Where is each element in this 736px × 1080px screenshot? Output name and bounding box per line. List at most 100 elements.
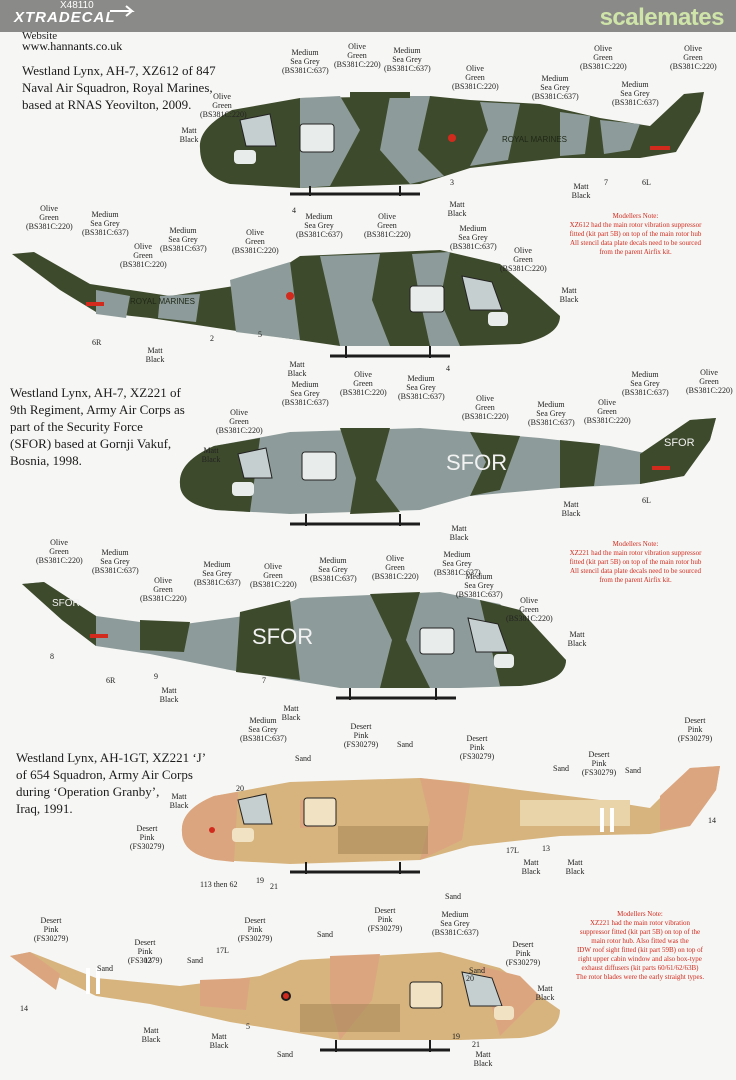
callout-black: Matt Black <box>281 704 301 722</box>
callout-sand: Sand <box>277 1050 293 1059</box>
callout-green: Olive Green (BS381C:220) <box>500 246 547 273</box>
caption-xz221-granby: Westland Lynx, AH-1GT, XZ221 ‘J’ of 654 … <box>16 750 207 816</box>
stencil-number: 17L <box>506 846 519 855</box>
stencil-number: 5 <box>258 330 262 339</box>
callout-black: Matt Black <box>565 858 585 876</box>
stencil-number: 17L <box>216 946 229 955</box>
callout-green: Olive Green (BS381C:220) <box>232 228 279 255</box>
callout-grey: Medium Sea Grey (BS381C:637) <box>282 48 329 75</box>
callout-black: Matt Black <box>561 500 581 518</box>
callout-grey: Medium Sea Grey (BS381C:637) <box>310 556 357 583</box>
header-bar <box>0 0 736 32</box>
callout-green: Olive Green (BS381C:220) <box>584 398 631 425</box>
callout-green: Olive Green (BS381C:220) <box>250 562 297 589</box>
callout-pink: Desert Pink (FS30279) <box>367 906 403 933</box>
modellers-note-2: Modellers Note: XZ221 had the main rotor… <box>569 540 702 584</box>
callout-grey: Medium Sea Grey (BS381C:637) <box>432 910 479 937</box>
stencil-number: 19 <box>452 1032 460 1041</box>
arrow-icon <box>110 5 135 17</box>
stencil-number: 8 <box>50 652 54 661</box>
callout-pink: Desert Pink (FS30279) <box>677 716 713 743</box>
sfor-tail-marking-1: SFOR <box>664 437 695 449</box>
stencil-number: 7 <box>604 178 608 187</box>
website-url[interactable]: www.hannants.co.uk <box>22 39 123 53</box>
callout-pink: Desert Pink (FS30279) <box>459 734 495 761</box>
callout-pink: Desert Pink (FS30279) <box>505 940 541 967</box>
callout-pink: Desert Pink (FS30279) <box>343 722 379 749</box>
modellers-note-1: Modellers Note: XZ612 had the main rotor… <box>569 212 702 256</box>
callout-green: Olive Green (BS381C:220) <box>506 596 553 623</box>
callout-sand: Sand <box>97 964 113 973</box>
callout-pink: Desert Pink (FS30279) <box>127 938 163 965</box>
stencil-number: 4 <box>292 206 296 215</box>
callout-sand: Sand <box>187 956 203 965</box>
royal-marines-marking-2: ROYAL MARINES <box>130 297 195 306</box>
callout-sand: Sand <box>469 966 485 975</box>
callout-green: Olive Green (BS381C:220) <box>372 554 419 581</box>
sfor-tail-marking-2: SFOR <box>52 598 80 609</box>
callout-black: Matt Black <box>571 182 591 200</box>
callout-green: Olive Green (BS381C:220) <box>580 44 627 71</box>
stencil-number: 13 <box>542 844 550 853</box>
callout-sand: Sand <box>295 754 311 763</box>
callout-pink: Desert Pink (FS30279) <box>33 916 69 943</box>
callout-green: Olive Green (BS381C:220) <box>340 370 387 397</box>
callout-grey: Medium Sea Grey (BS381C:637) <box>528 400 575 427</box>
stencil-number: 2 <box>210 334 214 343</box>
website-label: Website <box>22 30 58 42</box>
callout-black: Matt Black <box>447 200 467 218</box>
stencil-number: 6R <box>106 676 116 685</box>
callout-grey: Medium Sea Grey (BS381C:637) <box>92 548 139 575</box>
callout-black: Matt Black <box>567 630 587 648</box>
callout-black: Matt Black <box>287 360 307 378</box>
stencil-number: 14 <box>708 816 716 825</box>
callout-black: Matt Black <box>201 446 221 464</box>
caption-xz612: Westland Lynx, AH-7, XZ612 of 847 Naval … <box>22 63 216 112</box>
stencil-number: 6L <box>642 178 651 187</box>
callout-grey: Medium Sea Grey (BS381C:637) <box>434 550 481 577</box>
stencil-number: 4 <box>446 364 450 373</box>
stencil-number: 5 <box>246 1022 250 1031</box>
stencil-number: 21 <box>270 882 278 891</box>
callout-black: Matt Black <box>179 126 199 144</box>
callout-black: Matt Black <box>535 984 555 1002</box>
callout-grey: Medium Sea Grey (BS381C:637) <box>240 716 287 743</box>
royal-marines-marking-1: ROYAL MARINES <box>502 135 567 144</box>
callout-grey: Medium Sea Grey (BS381C:637) <box>160 226 207 253</box>
callout-green: Olive Green (BS381C:220) <box>216 408 263 435</box>
stencil-number: 19 <box>256 876 264 885</box>
callout-black: Matt Black <box>521 858 541 876</box>
caption-xz221-sfor: Westland Lynx, AH-7, XZ221 of 9th Regime… <box>10 385 185 468</box>
callout-green: Olive Green (BS381C:220) <box>670 44 717 71</box>
callout-black: Matt Black <box>159 686 179 704</box>
callout-grey: Medium Sea Grey (BS381C:637) <box>194 560 241 587</box>
callout-grey: Medium Sea Grey (BS381C:637) <box>82 210 129 237</box>
callout-black: Matt Black <box>141 1026 161 1044</box>
stencil-number: 13 <box>144 956 152 965</box>
sfor-marking-1: SFOR <box>446 450 507 475</box>
stencil-number: 20 <box>466 974 474 983</box>
callout-sand: Sand <box>445 892 461 901</box>
callout-grey: Medium Sea Grey (BS381C:637) <box>296 212 343 239</box>
callout-black: Matt Black <box>449 524 469 542</box>
callout-grey: Medium Sea Grey (BS381C:637) <box>282 380 329 407</box>
modellers-note-3: Modellers Note: XZ221 had the main rotor… <box>575 910 705 981</box>
callout-green: Olive Green (BS381C:220) <box>686 368 733 395</box>
watermark-logo: scalemates <box>599 4 725 31</box>
callout-grey: Medium Sea Grey (BS381C:637) <box>622 370 669 397</box>
stencil-number: 113 then 62 <box>200 880 238 889</box>
callout-green: Olive Green (BS381C:220) <box>452 64 499 91</box>
product-code: X48110 <box>60 0 94 11</box>
callout-grey: Medium Sea Grey (BS381C:637) <box>532 74 579 101</box>
callout-green: Olive Green (BS381C:220) <box>462 394 509 421</box>
callout-grey: Medium Sea Grey (BS381C:637) <box>384 46 431 73</box>
callout-black: Matt Black <box>145 346 165 364</box>
callout-green: Olive Green (BS381C:220) <box>200 92 247 119</box>
stencil-number: 20 <box>236 784 244 793</box>
callout-pink: Desert Pink (FS30279) <box>581 750 617 777</box>
callout-black: Matt Black <box>473 1050 493 1068</box>
stencil-number: 6R <box>92 338 102 347</box>
callout-grey: Medium Sea Grey (BS381C:637) <box>398 374 445 401</box>
stencil-number: 9 <box>154 672 158 681</box>
